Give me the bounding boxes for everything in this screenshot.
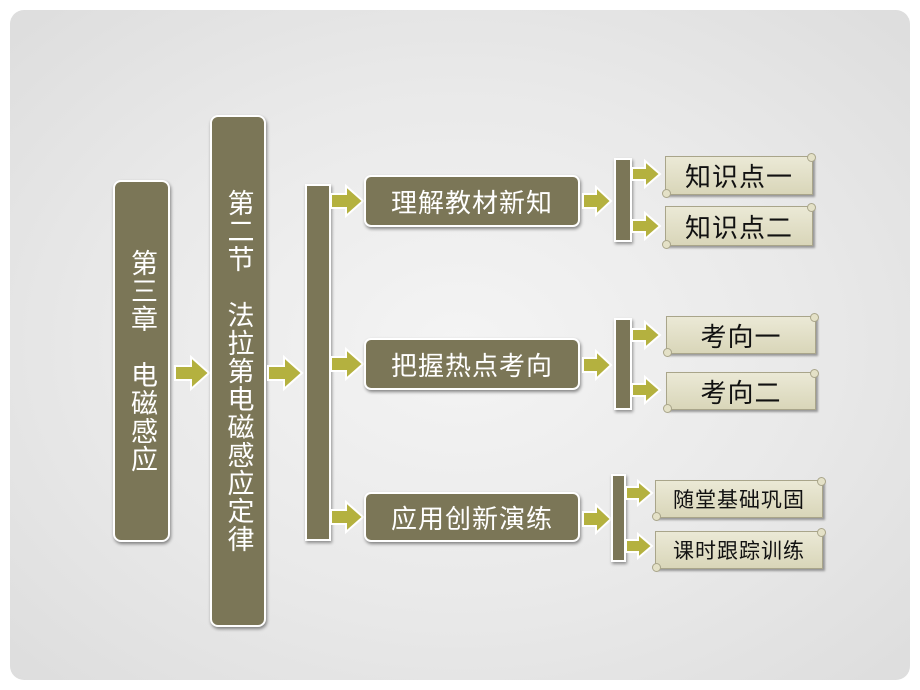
branch-box: 理解教材新知 bbox=[364, 175, 580, 227]
arrow-icon bbox=[631, 374, 662, 406]
arrow-icon bbox=[330, 346, 365, 382]
section-title: 第二节 法拉第电磁感应定律 bbox=[222, 189, 254, 553]
arrow-icon bbox=[582, 502, 613, 536]
branch-label: 理解教材新知 bbox=[390, 188, 553, 219]
arrow-icon bbox=[582, 348, 613, 382]
topic-scroll: 考向一 bbox=[663, 313, 819, 357]
topic-label: 考向二 bbox=[700, 378, 782, 409]
arrow-icon bbox=[267, 354, 304, 392]
bracket-bar bbox=[614, 158, 632, 242]
arrow-icon bbox=[330, 499, 365, 535]
arrow-icon bbox=[631, 210, 662, 242]
chapter-title: 第三章 电磁感应 bbox=[126, 249, 157, 473]
section-box: 第二节 法拉第电磁感应定律 bbox=[210, 115, 266, 627]
topic-label: 课时跟踪训练 bbox=[673, 539, 805, 563]
arrow-icon bbox=[631, 319, 662, 351]
arrow-icon bbox=[625, 531, 654, 561]
topic-scroll: 知识点二 bbox=[662, 203, 816, 249]
topic-label: 知识点二 bbox=[684, 213, 793, 244]
branch-label: 把握热点考向 bbox=[390, 351, 553, 382]
arrow-icon bbox=[330, 183, 365, 219]
topic-label: 随堂基础巩固 bbox=[673, 488, 805, 512]
topic-scroll: 课时跟踪训练 bbox=[652, 528, 826, 572]
topic-label: 知识点一 bbox=[684, 163, 793, 193]
arrow-icon bbox=[174, 354, 211, 392]
arrow-icon bbox=[582, 184, 613, 218]
bracket-bar bbox=[611, 474, 626, 562]
branch-box: 应用创新演练 bbox=[364, 492, 580, 542]
branch-label: 应用创新演练 bbox=[390, 504, 553, 535]
topic-scroll: 随堂基础巩固 bbox=[652, 477, 826, 521]
topic-scroll: 知识点一 bbox=[662, 153, 816, 198]
chapter-box: 第三章 电磁感应 bbox=[113, 180, 170, 542]
topic-label: 考向一 bbox=[700, 322, 782, 353]
arrow-icon bbox=[631, 158, 662, 190]
bracket-bar bbox=[614, 318, 632, 410]
arrow-icon bbox=[625, 478, 654, 508]
bracket-bar bbox=[305, 184, 331, 541]
topic-scroll: 考向二 bbox=[663, 369, 819, 413]
branch-box: 把握热点考向 bbox=[364, 338, 580, 390]
